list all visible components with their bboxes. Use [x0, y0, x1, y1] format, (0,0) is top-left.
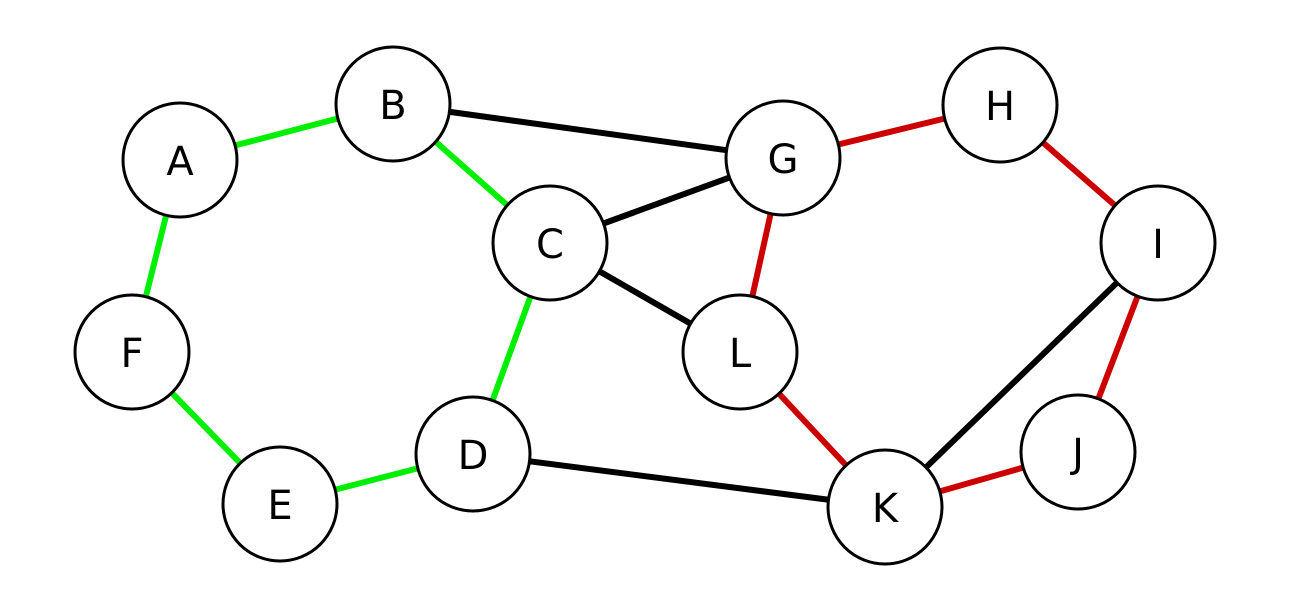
node-circle: [941, 46, 1059, 164]
node-label: D: [458, 433, 489, 479]
node-circle: [414, 395, 532, 513]
node-c: C: [491, 184, 609, 302]
edge-k-i: [882, 240, 1161, 510]
node-label: A: [166, 139, 194, 185]
node-circle: [1099, 184, 1217, 302]
node-f: F: [73, 293, 191, 411]
node-circle: [491, 184, 609, 302]
node-b: B: [334, 45, 452, 163]
node-h: H: [941, 46, 1059, 164]
node-label: B: [379, 83, 406, 129]
node-j: J: [1019, 393, 1137, 511]
node-g: G: [724, 99, 842, 217]
node-circle: [334, 45, 452, 163]
node-circle: [1019, 393, 1137, 511]
node-e: E: [221, 445, 339, 563]
edge-b-g: [392, 101, 784, 161]
edge-d-k: [472, 451, 886, 510]
node-d: D: [414, 395, 532, 513]
node-circle: [73, 293, 191, 411]
node-a: A: [121, 101, 239, 219]
node-label: F: [120, 331, 143, 377]
node-label: J: [1069, 431, 1084, 477]
node-circle: [724, 99, 842, 217]
node-i: I: [1099, 184, 1217, 302]
node-circle: [826, 448, 944, 566]
node-label: H: [985, 84, 1015, 130]
node-label: G: [768, 137, 799, 183]
node-circle: [221, 445, 339, 563]
node-circle: [121, 101, 239, 219]
node-label: I: [1152, 222, 1164, 268]
node-k: K: [826, 448, 944, 566]
node-label: L: [729, 331, 752, 377]
nodes: A B C D E F G H I J K L: [73, 45, 1217, 566]
node-label: K: [872, 486, 900, 532]
node-label: E: [267, 483, 292, 529]
node-label: C: [536, 222, 564, 268]
node-l: L: [681, 293, 799, 411]
node-circle: [681, 293, 799, 411]
